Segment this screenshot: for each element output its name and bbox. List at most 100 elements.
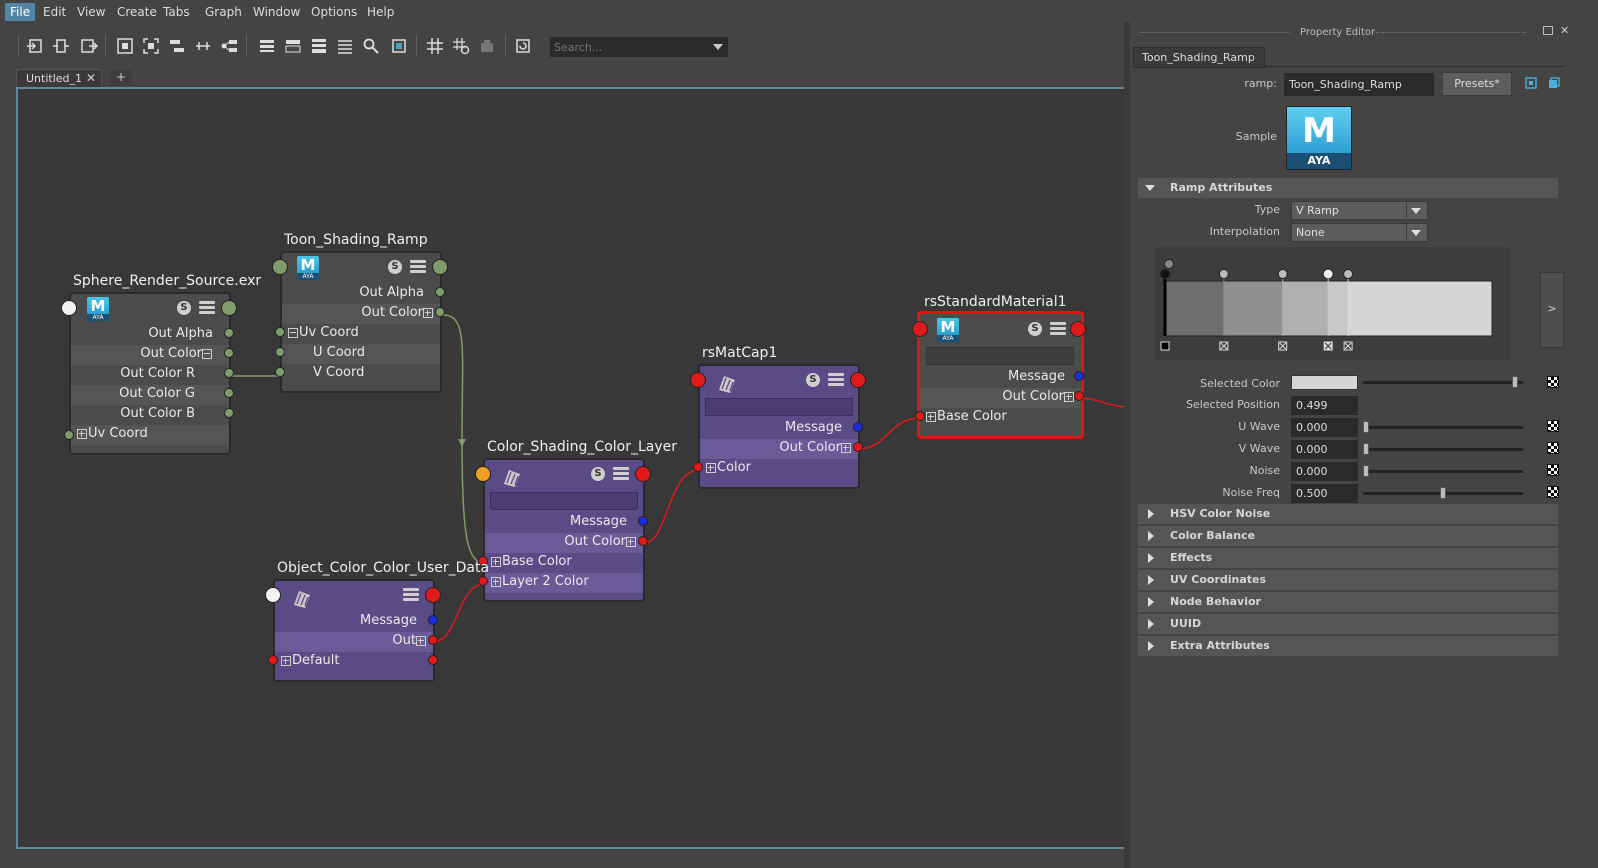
focus-icon[interactable]	[1525, 77, 1537, 89]
map-texture-icon[interactable]	[1547, 442, 1559, 454]
menu-tabs[interactable]: Tabs	[163, 5, 190, 19]
selected-color-swatch[interactable]	[1291, 375, 1358, 390]
v-wave-slider[interactable]	[1363, 448, 1523, 451]
bookmark-icon[interactable]	[478, 37, 496, 55]
port-color-in[interactable]	[693, 462, 703, 472]
ramp-handle[interactable]	[1164, 259, 1174, 269]
input-port[interactable]	[61, 300, 77, 316]
port-out-color[interactable]	[224, 348, 234, 358]
menu-help[interactable]: Help	[367, 5, 395, 19]
presets-button[interactable]: Presets*	[1442, 72, 1512, 96]
port-base-color-in[interactable]	[478, 556, 488, 566]
graph-network-icon[interactable]	[220, 37, 238, 55]
port-message[interactable]	[853, 422, 863, 432]
section-extra-attributes[interactable]: Extra Attributes	[1138, 636, 1558, 656]
port-default-out[interactable]	[428, 655, 438, 665]
input-port[interactable]	[912, 321, 928, 337]
swatch-s-icon[interactable]: S	[806, 373, 820, 387]
map-texture-icon[interactable]	[1547, 464, 1559, 476]
swatch-s-icon[interactable]: S	[177, 301, 191, 315]
section-node-behavior[interactable]: Node Behavior	[1138, 592, 1558, 612]
port-v-coord-in[interactable]	[275, 367, 285, 377]
noise-slider-handle[interactable]	[1363, 465, 1369, 477]
output-port[interactable]	[432, 259, 448, 275]
selected-color-slider-handle[interactable]	[1512, 376, 1518, 388]
swatch-s-icon[interactable]: S	[388, 260, 402, 274]
selected-position-field[interactable]: 0.499	[1291, 396, 1358, 415]
node-object-color-user-data[interactable]: Message Out Default	[273, 579, 435, 682]
ramp-handle[interactable]	[1160, 269, 1170, 279]
float-panel-icon[interactable]	[1543, 26, 1553, 35]
port-default-in[interactable]	[268, 655, 278, 665]
attribute-list-icon[interactable]	[403, 588, 419, 602]
port-base-color-in[interactable]	[915, 411, 925, 421]
menu-window[interactable]: Window	[253, 5, 301, 19]
connected-view-icon[interactable]	[284, 37, 302, 55]
arrange-icon[interactable]	[194, 37, 212, 55]
port-uv-coord-in[interactable]	[64, 430, 74, 440]
map-texture-icon[interactable]	[1547, 376, 1559, 388]
u-wave-slider[interactable]	[1363, 426, 1523, 429]
attribute-list-icon[interactable]	[410, 260, 426, 274]
input-port[interactable]	[475, 466, 491, 482]
simple-view-icon[interactable]	[258, 37, 276, 55]
selected-color-slider[interactable]	[1363, 381, 1523, 384]
ramp-gradient[interactable]	[1155, 247, 1510, 360]
panel-splitter[interactable]	[1124, 22, 1130, 868]
node-rsmatcap1[interactable]: S Message Out Color Color	[698, 364, 860, 489]
search-input[interactable]	[554, 38, 704, 56]
attribute-list-icon[interactable]	[828, 373, 844, 387]
attribute-list-icon[interactable]	[1050, 322, 1066, 336]
section-uv-coordinates[interactable]: UV Coordinates	[1138, 570, 1558, 590]
swatch-s-icon[interactable]: S	[1028, 322, 1042, 336]
tab-toon-shading-ramp[interactable]: Toon_Shading_Ramp	[1133, 47, 1265, 68]
menu-graph[interactable]: Graph	[205, 5, 242, 19]
port-out-color[interactable]	[1074, 391, 1084, 401]
input-port[interactable]	[272, 259, 288, 275]
output-port[interactable]	[221, 300, 237, 316]
ramp-handle[interactable]	[1218, 269, 1229, 279]
section-hsv-color-noise[interactable]: HSV Color Noise	[1138, 504, 1558, 524]
node-color-shading-color-layer[interactable]: S Message Out Color Base Color Layer 2 C…	[483, 458, 645, 602]
output-port[interactable]	[425, 587, 441, 603]
zoom-icon[interactable]	[362, 37, 380, 55]
frame-selected-icon[interactable]	[142, 37, 160, 55]
v-wave-field[interactable]: 0.000	[1291, 440, 1358, 459]
ramp-handle[interactable]	[1322, 268, 1334, 280]
section-ramp-attributes[interactable]: Ramp Attributes	[1138, 178, 1558, 198]
port-out-color[interactable]	[435, 307, 445, 317]
output-connections-icon[interactable]	[80, 37, 99, 55]
swatch-s-icon[interactable]: S	[591, 467, 605, 481]
ramp-delete-icon[interactable]	[1160, 341, 1170, 351]
input-output-connections-icon[interactable]	[52, 37, 70, 55]
output-port[interactable]	[1070, 321, 1086, 337]
tab-untitled[interactable]: Untitled_1 ✕	[16, 69, 102, 88]
interpolation-dropdown[interactable]: None	[1291, 223, 1428, 242]
map-texture-icon[interactable]	[1547, 486, 1559, 498]
menu-file[interactable]: File	[5, 3, 36, 21]
port-out[interactable]	[428, 635, 438, 645]
port-out-color-g[interactable]	[224, 388, 234, 398]
port-message[interactable]	[1074, 371, 1084, 381]
noise-field[interactable]: 0.000	[1291, 462, 1358, 481]
add-tab-button[interactable]: +	[110, 70, 132, 86]
port-message[interactable]	[638, 516, 648, 526]
ramp-expand-button[interactable]: >	[1540, 272, 1564, 348]
ramp-handle[interactable]	[1343, 269, 1354, 279]
copy-tab-icon[interactable]	[1548, 77, 1560, 89]
output-port[interactable]	[850, 372, 866, 388]
layout-icon[interactable]	[168, 37, 186, 55]
type-dropdown[interactable]: V Ramp	[1291, 201, 1428, 220]
output-port[interactable]	[635, 466, 651, 482]
port-layer2-color-in[interactable]	[478, 576, 488, 586]
noise-freq-field[interactable]: 0.500	[1291, 484, 1358, 503]
frame-all-icon[interactable]	[116, 37, 134, 55]
refresh-icon[interactable]	[514, 37, 532, 55]
v-wave-slider-handle[interactable]	[1363, 443, 1369, 455]
input-port[interactable]	[265, 587, 281, 603]
noise-freq-slider-handle[interactable]	[1440, 487, 1446, 499]
port-u-coord-in[interactable]	[275, 347, 285, 357]
search-field[interactable]	[550, 37, 728, 57]
